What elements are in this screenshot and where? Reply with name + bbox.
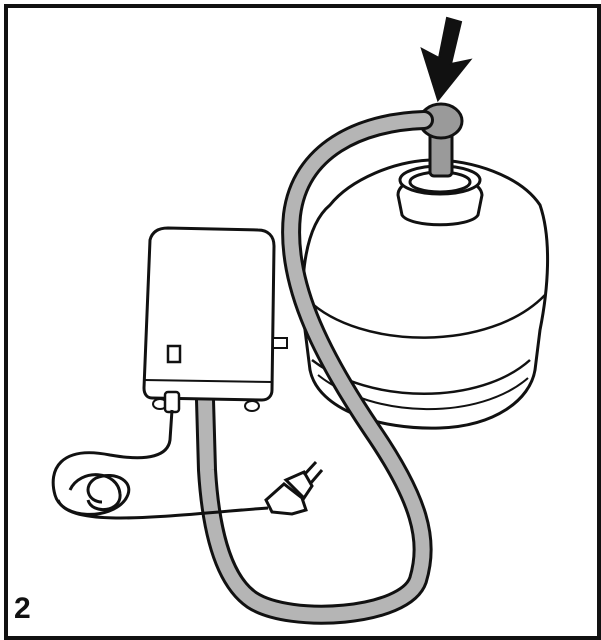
water-tube: [195, 110, 434, 625]
push-down-arrow: [420, 16, 473, 103]
pump-unit: [142, 226, 288, 414]
power-cord: [51, 409, 269, 520]
figure-frame: [4, 4, 601, 640]
bottle-cap-plunger: [418, 102, 464, 178]
step-number: 2: [14, 592, 31, 625]
power-plug: [264, 460, 324, 516]
